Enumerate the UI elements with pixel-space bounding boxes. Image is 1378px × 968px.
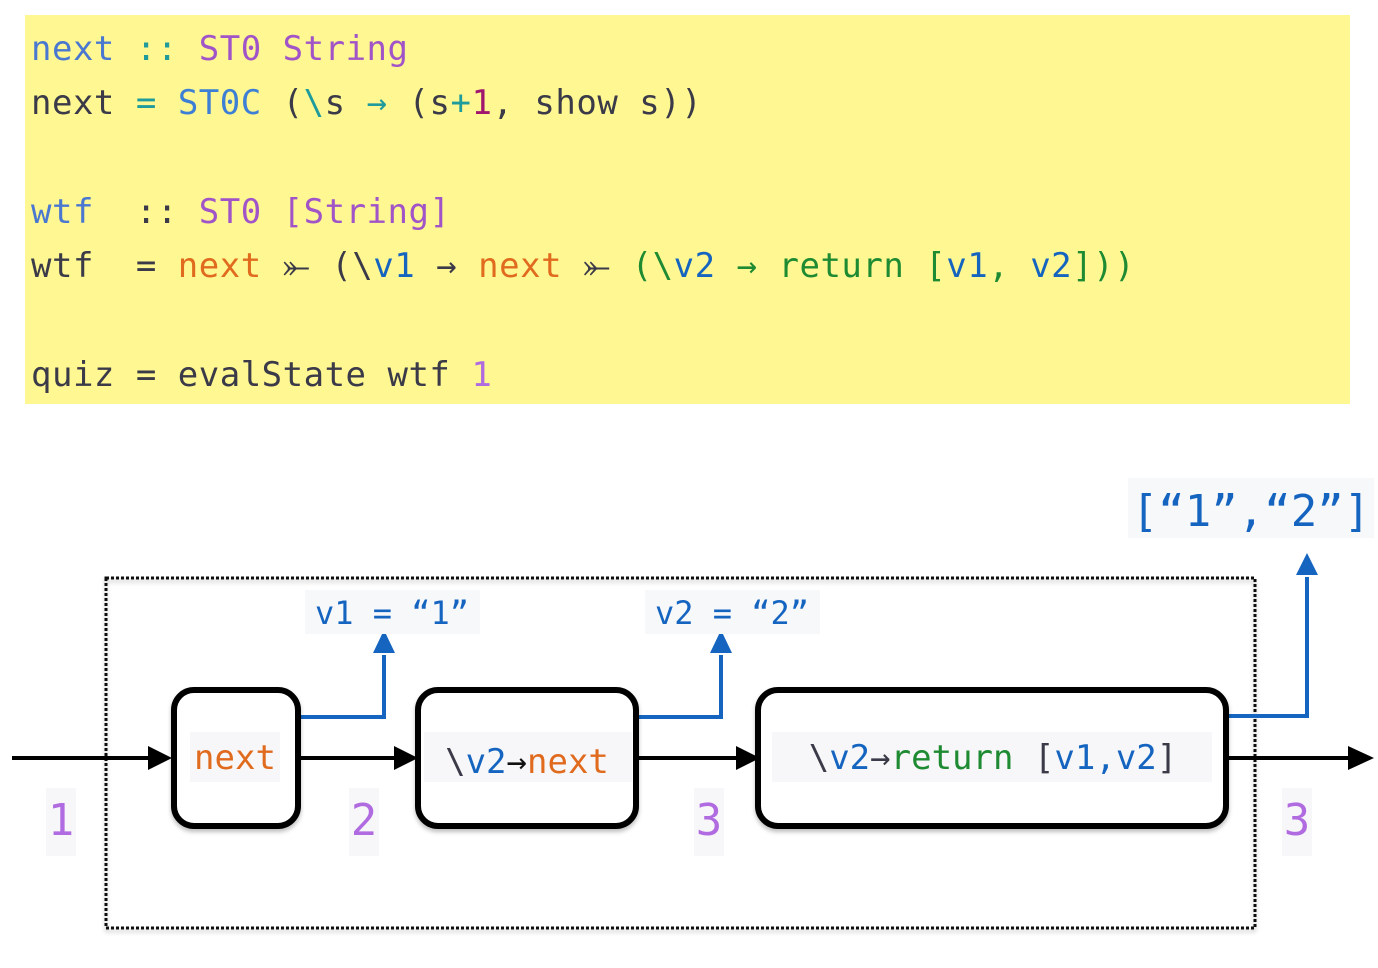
- code-token: +: [450, 83, 472, 123]
- code-token: next: [177, 246, 283, 286]
- code-token: ⤜ (: [282, 246, 353, 286]
- state-label-2: 2: [351, 795, 378, 846]
- state-label-3: 3: [696, 795, 723, 846]
- code-token: →: [366, 83, 409, 123]
- code-token: ])): [1072, 246, 1136, 286]
- code-token: ,: [988, 246, 1031, 286]
- code-line-next-definition: next = ST0C (\s → (s+1, show s)): [31, 83, 702, 123]
- box-label-token: next: [194, 738, 276, 778]
- code-token: 1: [471, 83, 493, 123]
- box-label-token: v1,v2: [1054, 738, 1156, 778]
- code-token: ST0 String: [198, 29, 409, 69]
- box-label-token: ]: [1157, 738, 1177, 778]
- output-arrow-result: [1225, 577, 1309, 718]
- code-token: ::: [114, 29, 199, 69]
- code-token: v2: [673, 246, 737, 286]
- box-label-token: →: [507, 742, 527, 782]
- code-token: (\: [631, 246, 674, 286]
- code-token: s: [324, 83, 367, 123]
- code-token: →: [736, 246, 779, 286]
- code-token: v1: [373, 246, 437, 286]
- output-arrow-v2: [636, 655, 723, 719]
- code-token: quiz = evalState wtf: [31, 355, 472, 395]
- box-label-next: next: [194, 738, 276, 778]
- state-label-final: 3: [1284, 795, 1311, 846]
- box-label-lambda-return: \v2→return [v1,v2]: [809, 738, 1178, 778]
- code-token: return [: [778, 246, 947, 286]
- code-token: next: [31, 83, 136, 123]
- code-line-next-signature: next :: ST0 String: [31, 29, 408, 69]
- output-arrowhead-v2: [710, 630, 732, 653]
- code-token: v1: [946, 246, 989, 286]
- code-token: ::: [93, 192, 199, 232]
- code-token: →: [436, 246, 479, 286]
- code-token: ⤜: [583, 246, 632, 286]
- code-token: (s: [408, 83, 451, 123]
- box-label-token: \: [445, 742, 465, 782]
- output-arrowhead-v1: [373, 630, 395, 653]
- output-arrowhead-result: [1296, 553, 1318, 575]
- code-token: =: [135, 83, 178, 123]
- code-token: ST0C: [177, 83, 283, 123]
- box-label-token: return: [891, 738, 1034, 778]
- box-label-lambda-next: \v2→next: [445, 742, 609, 782]
- box-label-token: v2: [829, 738, 870, 778]
- flow-arrows: [12, 746, 1374, 770]
- flow-arrowhead-out: [1348, 746, 1374, 770]
- wtf-frame: [104, 576, 1257, 930]
- output-label-v2: v2 = “2”: [655, 594, 809, 632]
- code-line-wtf-signature: wtf :: ST0 [String]: [31, 192, 450, 232]
- code-token: ST0 [String]: [198, 192, 451, 232]
- code-token: v2: [1030, 246, 1073, 286]
- code-line-quiz: quiz = evalState wtf 1: [31, 355, 492, 395]
- code-token: wtf =: [31, 246, 178, 286]
- code-token: \: [352, 246, 374, 286]
- code-line-wtf-definition: wtf = next ⤜ (\v1 → next ⤜ (\v2 → return…: [31, 246, 1135, 286]
- code-token: , show s)): [492, 83, 703, 123]
- code-token: wtf: [31, 192, 94, 232]
- output-arrow-v1: [298, 655, 386, 719]
- output-label-v1: v1 = “1”: [315, 594, 469, 632]
- box-label-token: \: [809, 738, 829, 778]
- state-label-1: 1: [48, 795, 75, 846]
- code-token: \: [303, 83, 325, 123]
- flow-arrowhead-2-3: [736, 746, 760, 770]
- box-label-token: [: [1034, 738, 1054, 778]
- code-token: (: [282, 83, 304, 123]
- box-label-token: next: [527, 742, 609, 782]
- code-token: next: [31, 29, 115, 69]
- state-flow-diagram: next \v2→next \v2→return [v1,v2] v1 = “1…: [0, 420, 1378, 964]
- code-token: 1: [471, 355, 493, 395]
- box-label-token: v2: [466, 742, 507, 782]
- box-label-token: →: [870, 738, 890, 778]
- flow-arrowhead-in: [148, 746, 172, 770]
- code-block: next :: ST0 String next = ST0C (\s → (s+…: [25, 15, 1350, 404]
- result-label: [“1”,“2”]: [1132, 486, 1370, 537]
- flow-arrowhead-1-2: [394, 746, 418, 770]
- output-arrows: [298, 553, 1318, 719]
- code-token: next: [478, 246, 584, 286]
